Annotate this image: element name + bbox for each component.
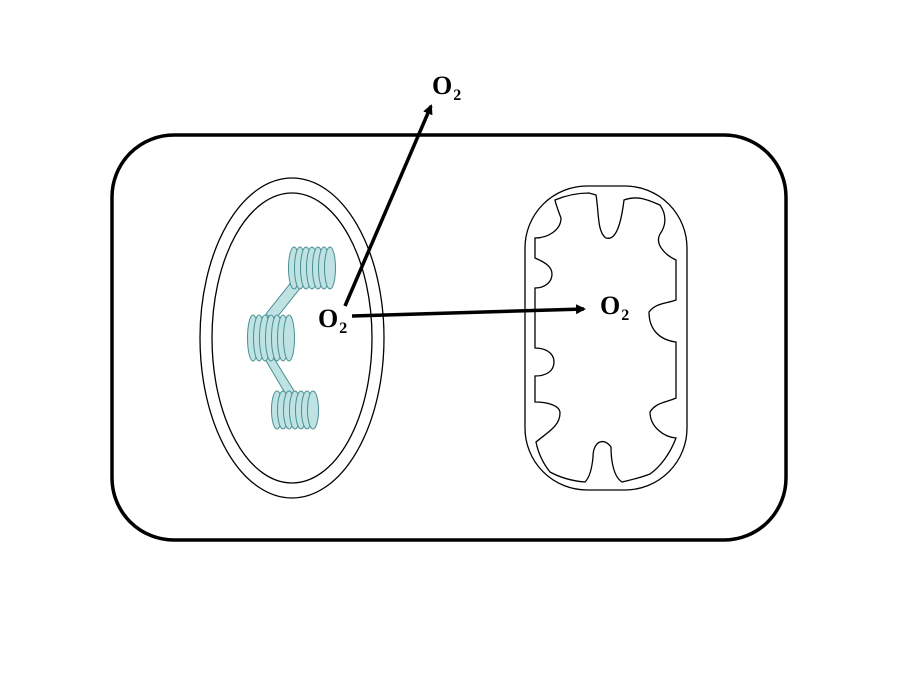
chloroplast-inner-membrane [211,192,373,484]
mitochondrion [524,185,688,491]
thylakoid-disc [307,390,319,430]
granum-top [288,246,336,290]
granum-middle [247,314,295,362]
thylakoid-disc [324,246,336,290]
thylakoid-disc [283,314,295,362]
o2-label-mitochondrion: O2 [600,291,630,324]
arrow-to-mitochondrion [351,304,586,318]
o2-label-out-of-cell: O2 [432,71,462,104]
o2-label-chloroplast: O2 [318,304,348,337]
arrow-out-of-cell [343,104,433,307]
chloroplast-outer-membrane [199,177,385,499]
cell-outline [110,133,788,542]
mitochondrion-outer-membrane [524,185,688,491]
chloroplast [199,177,385,499]
mitochondrion-inner-membrane-cristae [534,192,677,483]
granum-bottom [271,390,319,430]
